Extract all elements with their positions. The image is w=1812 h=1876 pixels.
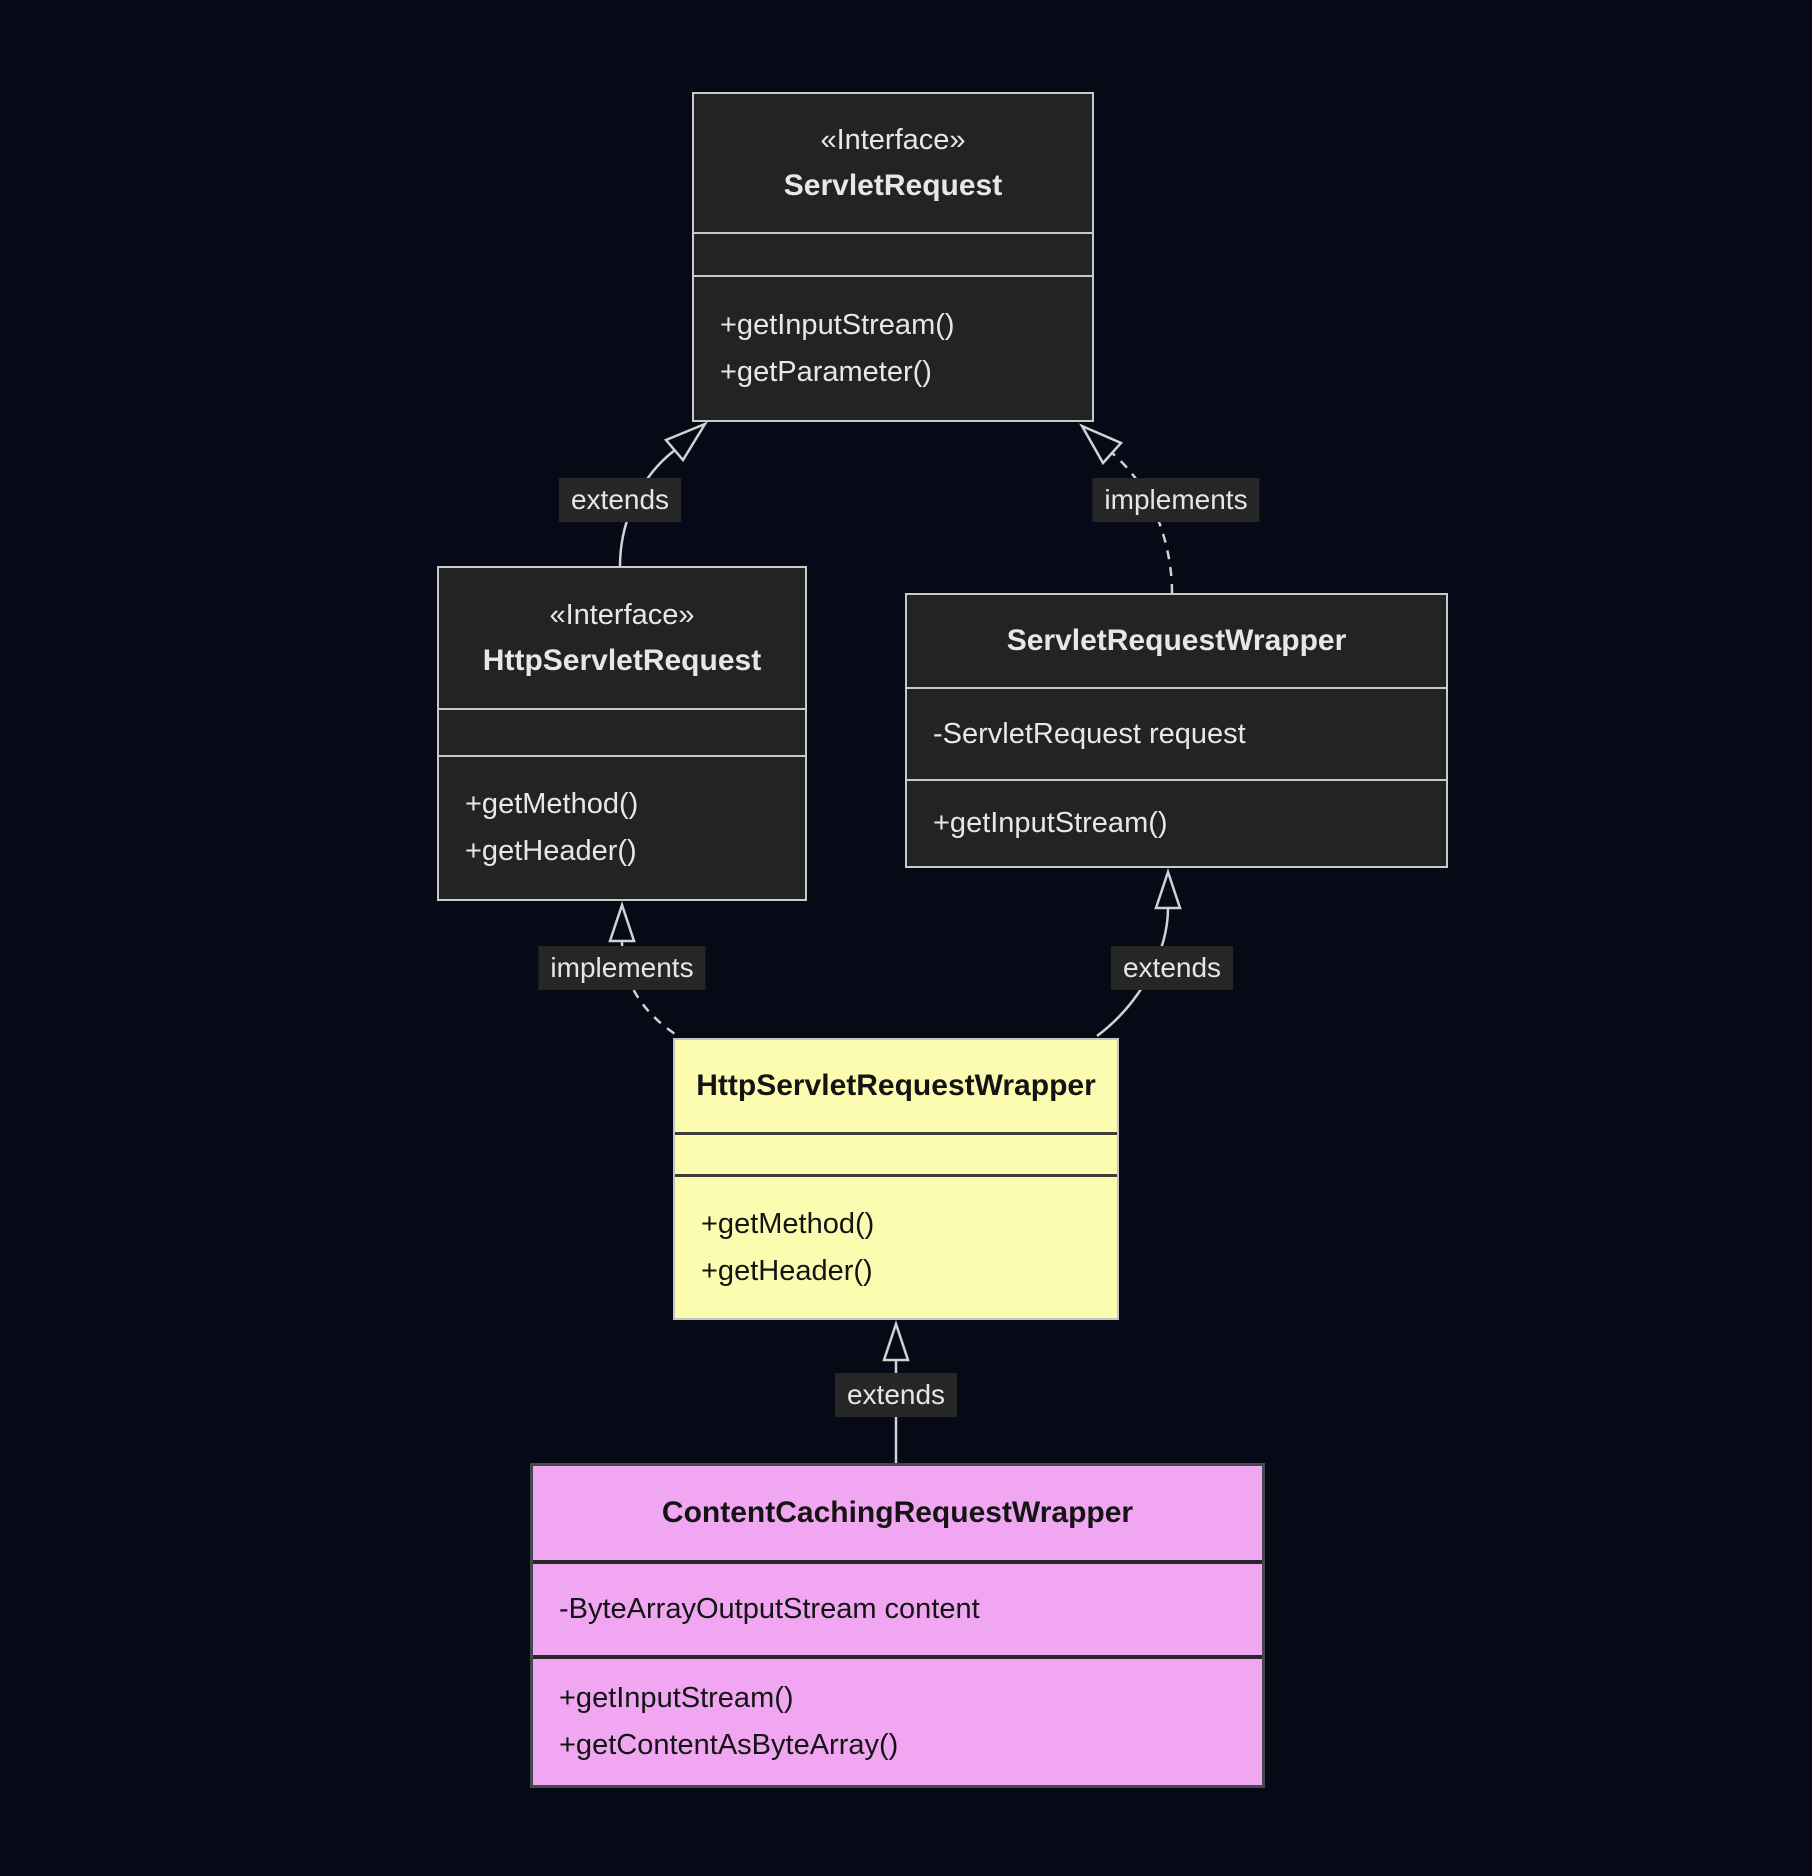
class-title: «Interface» ServletRequest [694,94,1092,232]
method-row: +getInputStream() [559,1682,794,1714]
attribute-row: -ByteArrayOutputStream content [559,1593,980,1625]
attributes-compartment-empty [694,232,1092,275]
edge-label-extends: extends [1110,946,1234,990]
class-box-servletrequestwrapper: ServletRequestWrapper -ServletRequest re… [905,593,1448,868]
method-row: +getParameter() [720,355,932,388]
generalization-arrow-icon [1154,868,1182,910]
methods-compartment: +getMethod() +getHeader() [439,755,805,899]
class-name: ContentCachingRequestWrapper [661,1496,1134,1529]
attribute-row: -ServletRequest request [933,717,1246,750]
edge-label-extends: extends [558,478,682,522]
class-stereotype: «Interface» [820,124,966,156]
class-title: HttpServletRequestWrapper [675,1040,1117,1132]
class-box-contentcachingrequestwrapper: ContentCachingRequestWrapper -ByteArrayO… [530,1463,1265,1788]
attributes-compartment-empty [675,1132,1117,1174]
method-row: +getMethod() [465,788,639,820]
edge-label-extends: extends [834,1373,958,1417]
method-row: +getInputStream() [933,807,1168,839]
method-row: +getContentAsByteArray() [559,1729,899,1761]
realization-arrow-icon [608,901,636,943]
attributes-compartment: -ByteArrayOutputStream content [533,1560,1262,1655]
generalization-arrow-icon [882,1320,910,1362]
methods-compartment: +getInputStream() +getContentAsByteArray… [533,1655,1262,1785]
method-row: +getHeader() [465,835,637,867]
class-title: ContentCachingRequestWrapper [533,1466,1262,1560]
realization-arrow-icon [1079,423,1124,466]
attributes-compartment-empty [439,708,805,755]
class-name: HttpServletRequest [482,644,762,677]
edge-label-implements: implements [538,946,706,990]
generalization-arrow-icon [663,421,709,463]
methods-compartment: +getInputStream() [907,779,1446,866]
class-title: «Interface» HttpServletRequest [439,568,805,708]
class-name: ServletRequestWrapper [1006,624,1347,657]
class-stereotype: «Interface» [549,599,695,631]
edge-implements-httpservletrequest-line [620,940,676,1036]
method-row: +getInputStream() [720,308,955,341]
attributes-compartment: -ServletRequest request [907,687,1446,779]
class-name: HttpServletRequestWrapper [696,1069,1096,1102]
method-row: +getMethod() [701,1207,875,1240]
method-row: +getHeader() [701,1254,873,1287]
class-box-httpservletrequest: «Interface» HttpServletRequest +getMetho… [437,566,807,901]
edge-label-implements: implements [1092,478,1260,522]
class-name: ServletRequest [783,169,1003,202]
methods-compartment: +getInputStream() +getParameter() [694,275,1092,420]
class-title: ServletRequestWrapper [907,595,1446,687]
class-box-httpservletrequestwrapper: HttpServletRequestWrapper +getMethod() +… [673,1038,1119,1320]
edge-implements-servletrequest-line [1111,452,1174,594]
methods-compartment: +getMethod() +getHeader() [675,1174,1117,1318]
class-box-servletrequest: «Interface» ServletRequest +getInputStre… [692,92,1094,422]
